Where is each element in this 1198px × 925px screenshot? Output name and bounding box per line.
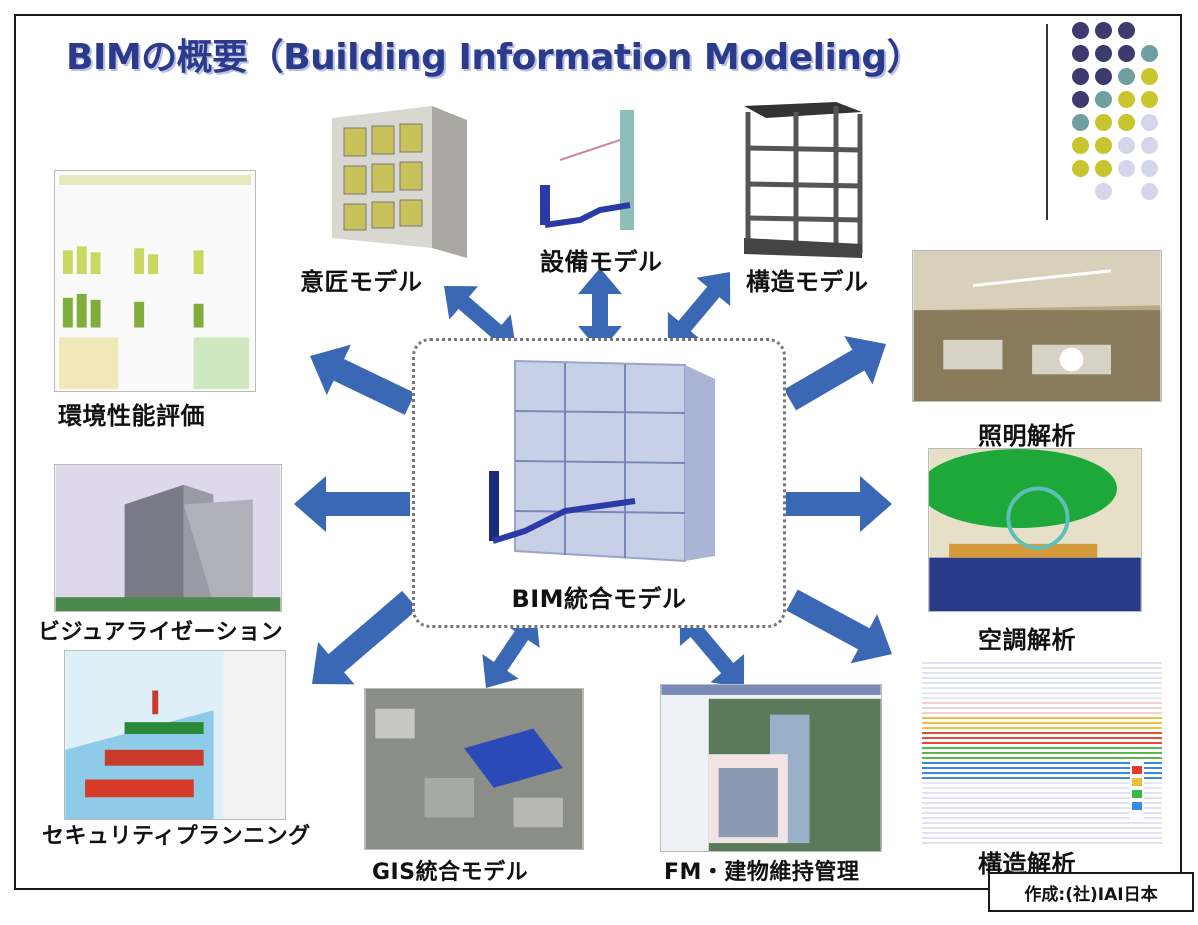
decorative-dot	[1141, 114, 1158, 131]
label-lighting-analysis: 照明解析	[978, 422, 1076, 450]
label-environment-evaluation: 環境性能評価	[58, 402, 205, 430]
label-design-model: 意匠モデル	[300, 268, 423, 296]
decorative-dot	[1072, 114, 1089, 131]
decorative-dot	[1118, 68, 1135, 85]
decorative-dot	[1118, 114, 1135, 131]
structural-analysis-image	[922, 662, 1162, 844]
decorative-dot	[1118, 137, 1135, 154]
label-hvac-analysis: 空調解析	[978, 626, 1076, 654]
bim-integrated-model-image	[489, 359, 715, 563]
gis-model-image	[364, 688, 584, 850]
decorative-dot	[1141, 137, 1158, 154]
hvac-analysis-image	[928, 448, 1142, 612]
structure-model-image	[736, 98, 866, 258]
decorative-dot	[1095, 160, 1112, 177]
decorative-dot	[1072, 160, 1089, 177]
decorative-dot	[1118, 91, 1135, 108]
decorative-dot	[1072, 68, 1089, 85]
lighting-analysis-image	[912, 250, 1162, 402]
decorative-dot	[1118, 22, 1135, 39]
label-gis-model: GIS統合モデル	[372, 860, 529, 885]
decorative-dot	[1141, 68, 1158, 85]
decorative-dot	[1118, 160, 1135, 177]
fm-management-image	[660, 684, 882, 852]
credit-box: 作成:(社)IAI日本	[988, 872, 1194, 912]
decorative-dot	[1095, 137, 1112, 154]
decorative-dot	[1095, 114, 1112, 131]
decorative-dot	[1095, 91, 1112, 108]
visualization-image	[54, 464, 282, 612]
label-mep-model: 設備モデル	[540, 248, 663, 276]
decorative-divider	[1046, 24, 1048, 220]
center-label: BIM統合モデル	[511, 585, 687, 613]
page-title: BIMの概要（Building Information Modeling）	[66, 37, 923, 78]
decorative-dot	[1141, 91, 1158, 108]
decorative-dot	[1095, 68, 1112, 85]
decorative-dot	[1095, 45, 1112, 62]
decorative-dot	[1141, 45, 1158, 62]
label-visualization: ビジュアライゼーション	[38, 620, 284, 645]
decorative-dot	[1118, 45, 1135, 62]
decorative-dot	[1072, 22, 1089, 39]
environment-evaluation-image	[54, 170, 256, 392]
label-fm-management: FM・建物維持管理	[664, 860, 860, 885]
decorative-dot	[1072, 91, 1089, 108]
bim-integrated-model-box: BIM統合モデル	[412, 338, 786, 628]
label-security-planning: セキュリティプランニング	[42, 824, 311, 849]
decorative-dot	[1141, 160, 1158, 177]
security-planning-image	[64, 650, 286, 820]
decorative-dot	[1072, 45, 1089, 62]
design-model-image	[322, 98, 472, 258]
label-structure-model: 構造モデル	[746, 268, 869, 296]
decorative-dot	[1095, 22, 1112, 39]
decorative-dot	[1141, 183, 1158, 200]
decorative-dot	[1095, 183, 1112, 200]
decorative-dot	[1072, 137, 1089, 154]
mep-model-image	[520, 100, 670, 250]
